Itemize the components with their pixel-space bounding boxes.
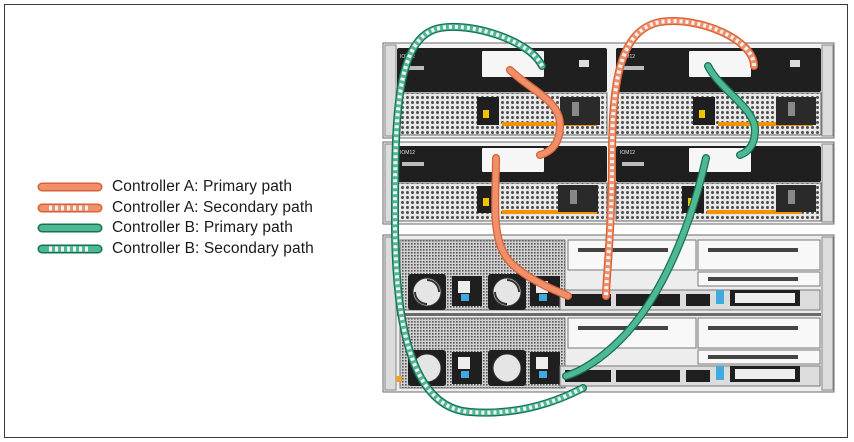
legend: Controller A: Primary path Controller A:… <box>35 177 314 259</box>
cable-b-secondary <box>390 22 587 417</box>
cable-swatch-b-secondary <box>37 244 103 254</box>
disk-shelf-1: IOM12 IOM12 <box>382 42 835 139</box>
cable-swatch-a-secondary <box>37 203 103 213</box>
cable-swatch-b-primary <box>37 223 103 233</box>
controller-chassis <box>382 234 835 393</box>
cable-swatch-a-primary <box>37 182 103 192</box>
legend-item-b-primary: Controller B: Primary path <box>35 218 314 239</box>
legend-item-a-primary: Controller A: Primary path <box>35 177 314 198</box>
legend-label-a-primary: Controller A: Primary path <box>112 178 293 196</box>
legend-item-a-secondary: Controller A: Secondary path <box>35 198 314 219</box>
shelf-2-label-right: IOM12 <box>620 150 635 156</box>
shelf-2-label-left: IOM12 <box>400 150 415 156</box>
legend-label-a-secondary: Controller A: Secondary path <box>112 198 313 216</box>
cable-a-secondary <box>602 17 758 300</box>
legend-label-b-primary: Controller B: Primary path <box>112 219 293 237</box>
cable-b-primary <box>562 62 760 380</box>
legend-label-b-secondary: Controller B: Secondary path <box>112 239 314 257</box>
legend-item-b-secondary: Controller B: Secondary path <box>35 239 314 260</box>
cable-a-primary <box>491 66 572 300</box>
